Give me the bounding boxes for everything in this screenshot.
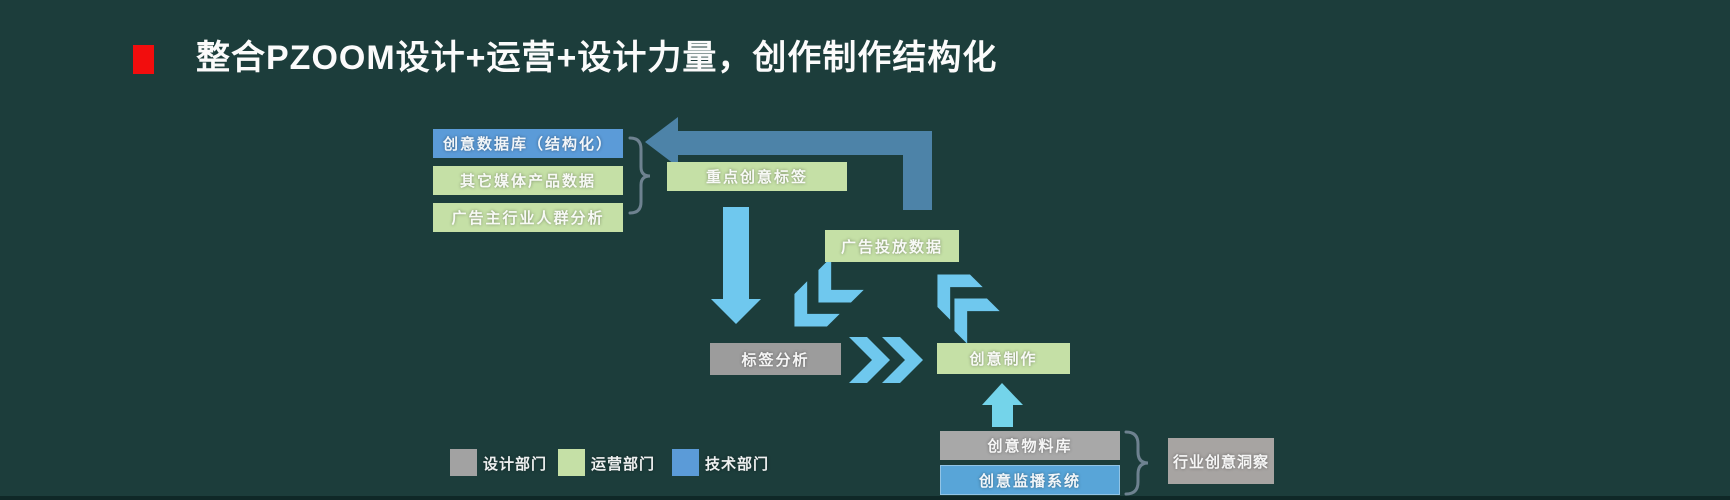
node-ad-delivery-data: 广告投放数据 [825, 230, 959, 262]
legend-label-operations: 运营部门 [591, 456, 656, 473]
chevron-right-icon [849, 337, 890, 383]
legend-swatch-design-icon [450, 449, 477, 476]
down-arrow-icon [711, 207, 761, 324]
legend-swatch-operations-icon [558, 449, 585, 476]
page-title: 整合PZOOM设计+运营+设计力量，创作制作结构化 [196, 39, 998, 77]
bottom-edge-strip [0, 496, 1730, 500]
node-advertiser-industry-audience-analysis: 广告主行业人群分析 [433, 203, 623, 232]
node-creative-production: 创意制作 [937, 343, 1070, 374]
up-arrow-icon [982, 383, 1023, 427]
chevron-up-left-icon [937, 274, 983, 320]
right-group-brace-icon [1124, 430, 1149, 496]
node-key-creative-tags: 重点创意标签 [667, 162, 847, 191]
chevron-right-icon [882, 337, 923, 383]
left-group-brace-icon [628, 136, 651, 215]
chevron-up-left-icon [954, 298, 1000, 344]
title-bullet-icon [133, 45, 154, 74]
node-creative-monitoring-system: 创意监播系统 [940, 465, 1120, 495]
legend-label-design: 设计部门 [483, 456, 548, 473]
node-industry-creative-insight: 行业创意洞察 [1168, 438, 1274, 484]
node-creative-material-library: 创意物料库 [940, 431, 1120, 460]
legend-label-technology: 技术部门 [705, 456, 770, 473]
node-creative-database: 创意数据库（结构化） [433, 129, 623, 158]
chevron-down-left-icon [818, 257, 864, 303]
chevron-down-left-icon [794, 281, 840, 327]
node-other-media-product-data: 其它媒体产品数据 [433, 166, 623, 195]
node-tag-analysis: 标签分析 [710, 343, 841, 375]
legend-swatch-technology-icon [672, 449, 699, 476]
